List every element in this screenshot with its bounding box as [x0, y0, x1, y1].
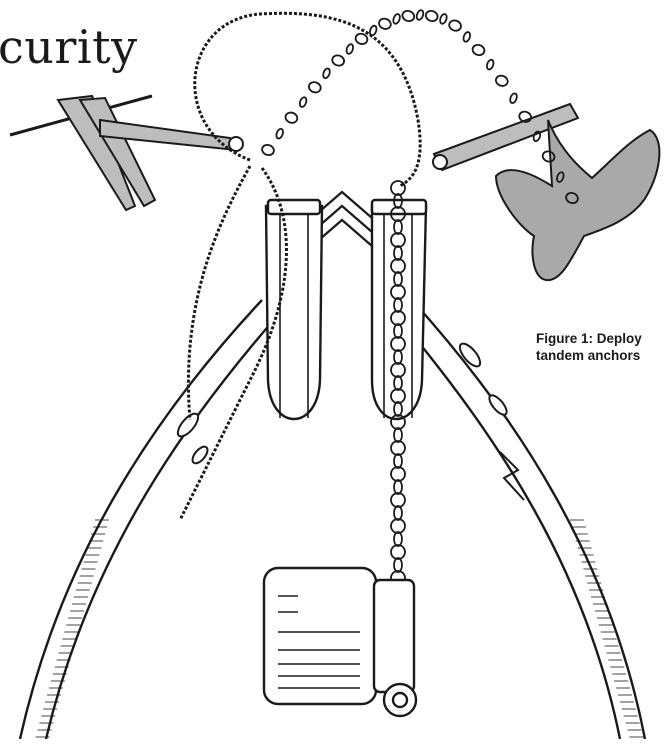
- section-heading: curity: [0, 20, 138, 74]
- windlass: [264, 568, 416, 716]
- chain-link: [369, 25, 378, 36]
- chain-link: [331, 54, 346, 68]
- chain-link: [392, 13, 401, 24]
- chain-link: [391, 181, 405, 195]
- chain-link: [509, 92, 518, 103]
- chain-link: [394, 480, 402, 494]
- figure-caption: Figure 1: Deploy tandem anchors: [536, 330, 642, 364]
- chain-link: [486, 59, 495, 70]
- chain-link: [394, 532, 402, 546]
- plow-anchor: [433, 104, 659, 280]
- chain-link: [275, 128, 284, 139]
- chain-link: [471, 43, 486, 57]
- chain-link: [394, 506, 402, 520]
- chain-link: [391, 493, 405, 507]
- chain-link: [284, 111, 299, 125]
- chain-link: [322, 68, 331, 79]
- caption-line-1: Figure 1: Deploy: [536, 330, 642, 347]
- chain-link: [415, 9, 424, 20]
- danforth-anchor: [10, 96, 243, 210]
- chain-link: [378, 17, 393, 31]
- hull-cleats: [174, 340, 524, 500]
- caption-line-2: tandem anchors: [536, 347, 642, 364]
- chain-link: [494, 74, 509, 88]
- chain-link: [391, 519, 405, 533]
- chain-link: [261, 143, 276, 157]
- chain-link: [424, 9, 439, 23]
- chain-link: [394, 558, 402, 572]
- chain-link: [462, 31, 471, 42]
- chain-link: [391, 545, 405, 559]
- chain-link: [391, 467, 405, 481]
- chain-link: [391, 441, 405, 455]
- chain-link: [439, 13, 448, 24]
- chain-link: [448, 19, 463, 33]
- chain-link: [299, 96, 308, 107]
- chain-link: [394, 428, 402, 442]
- chain-link: [394, 454, 402, 468]
- chain-link: [345, 43, 354, 54]
- bow-roller-left: [266, 200, 322, 419]
- chain-link: [401, 9, 416, 23]
- chain-link: [307, 81, 322, 95]
